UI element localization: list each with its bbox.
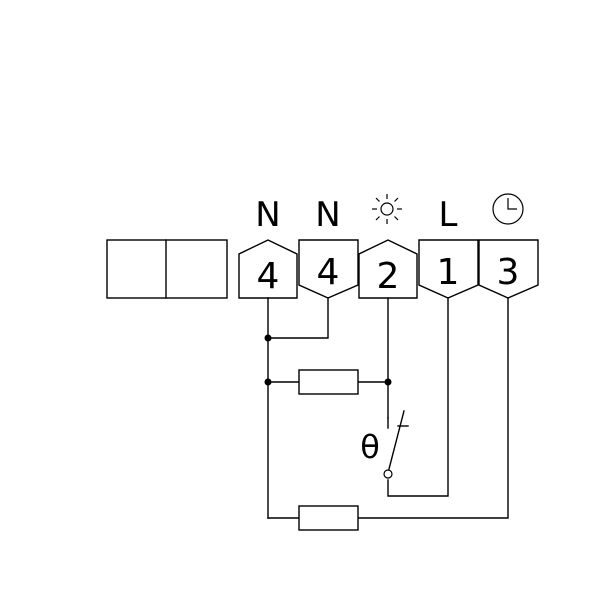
terminal-number: 1 — [437, 252, 460, 293]
wire-t3 — [357, 297, 509, 519]
thermostat-switch: θ — [360, 410, 409, 479]
clock-icon — [492, 193, 524, 225]
wire-n-bridge — [267, 297, 329, 339]
resistor-lower — [298, 505, 359, 531]
switch-contact — [383, 469, 393, 479]
terminal-label-n-2: N — [315, 195, 340, 235]
terminal-number: 4 — [317, 252, 340, 293]
sun-icon — [372, 194, 402, 224]
terminal-number: 2 — [377, 256, 400, 297]
junction-node — [264, 378, 272, 386]
thermostat-symbol: θ — [360, 428, 380, 466]
terminal-label-n-1: N — [255, 195, 280, 235]
wires — [267, 297, 509, 519]
terminal-4-block: 1 — [418, 239, 479, 299]
junction-node — [384, 378, 392, 386]
terminal-1-block: 4 — [238, 239, 298, 299]
terminal-3-block: 2 — [358, 239, 418, 299]
terminal-label-l: L — [439, 195, 458, 235]
blank-block — [106, 239, 228, 299]
wire-t1 — [387, 297, 449, 497]
terminal-number: 4 — [257, 256, 280, 297]
terminal-2-block: 4 — [298, 239, 359, 299]
resistor-upper — [298, 369, 359, 395]
terminal-number: 3 — [497, 252, 520, 293]
terminal-5-block: 3 — [478, 239, 539, 299]
junction-node — [264, 334, 272, 342]
blank-cell-left — [106, 239, 228, 299]
switch-blade — [388, 410, 405, 470]
